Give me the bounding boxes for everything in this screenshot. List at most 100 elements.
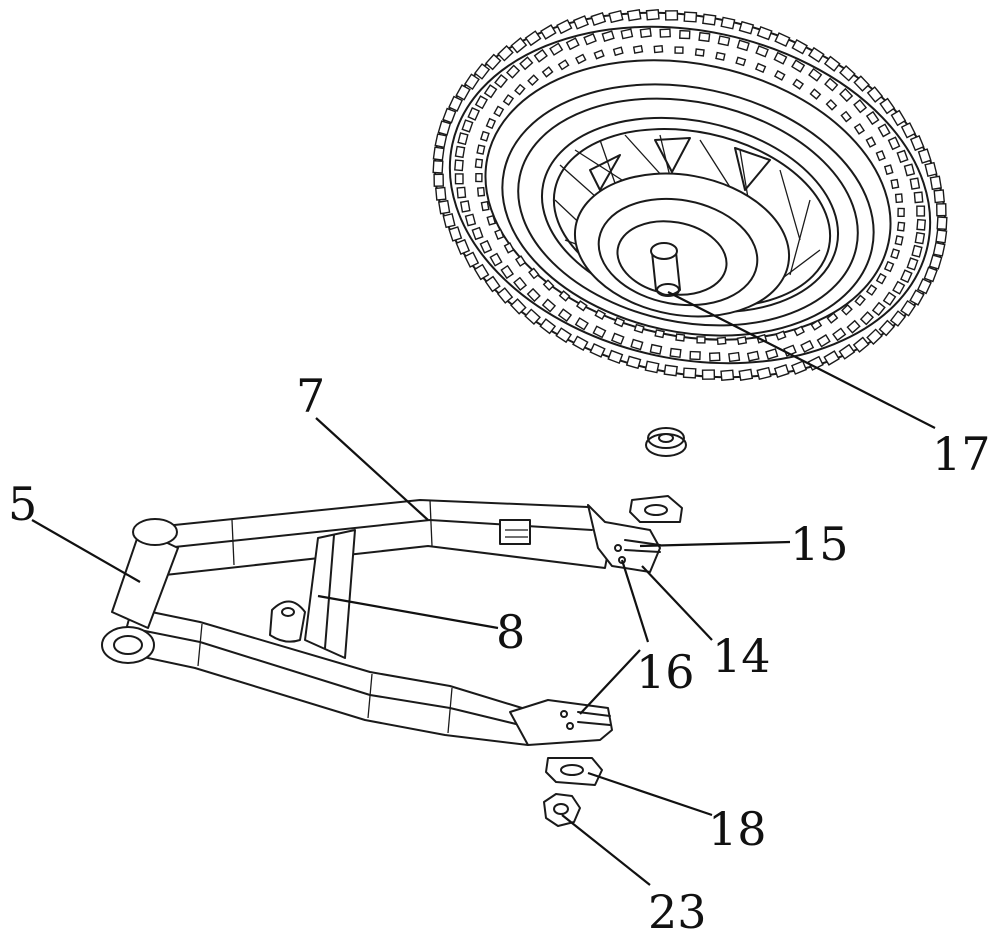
tread-block: [721, 370, 733, 380]
tread-block: [590, 344, 604, 357]
tread-block: [574, 16, 588, 29]
tread-block: [507, 65, 519, 77]
tread-block: [895, 236, 902, 245]
swingarm-upper-arm: [145, 500, 612, 575]
tread-block: [898, 208, 904, 216]
tread-block: [631, 340, 643, 350]
tread-block: [810, 89, 820, 99]
tread-block: [486, 277, 500, 292]
tread-block: [918, 279, 931, 293]
tread-block: [456, 146, 465, 157]
tread-block: [919, 149, 931, 163]
tread-block: [855, 124, 864, 134]
tread-block: [455, 174, 463, 184]
callout-18: 18: [708, 802, 767, 856]
tread-block: [576, 55, 586, 64]
tread-block: [841, 112, 851, 122]
tread-block: [475, 265, 489, 280]
tread-block: [878, 124, 889, 136]
tread-block: [757, 368, 770, 380]
tread-block: [465, 74, 479, 89]
tread-block: [595, 310, 605, 319]
tread-block: [739, 369, 752, 380]
tread-block: [891, 311, 905, 326]
axle-nut-upper: [646, 428, 686, 456]
tread-block: [567, 38, 579, 49]
tread-block: [634, 46, 643, 53]
tread-block: [457, 187, 465, 197]
tread-block: [477, 145, 484, 154]
tread-block: [854, 100, 866, 112]
tread-block: [433, 147, 443, 160]
tread-block: [925, 163, 937, 176]
tread-block: [736, 57, 745, 65]
tread-block: [505, 243, 514, 253]
tread-block: [775, 33, 789, 46]
tread-block: [676, 334, 684, 341]
tread-block: [449, 97, 462, 111]
tread-block: [914, 192, 922, 202]
tread-block: [468, 108, 479, 120]
tread-block: [476, 96, 487, 108]
chain-adjuster-plate-upper: [630, 496, 682, 522]
tread-block: [487, 119, 496, 129]
tread-block: [891, 180, 898, 189]
tread-block: [854, 76, 869, 91]
tread-block: [627, 356, 641, 368]
tread-block: [873, 303, 885, 315]
tread-block: [684, 12, 696, 22]
tread-block: [902, 123, 915, 137]
tread-block: [640, 29, 651, 38]
tread-block: [775, 71, 785, 80]
tread-block: [867, 112, 879, 124]
tread-block: [911, 136, 924, 150]
callout-5: 5: [8, 477, 37, 531]
tread-block: [475, 159, 482, 167]
tread-block: [434, 174, 443, 186]
tread-block: [897, 151, 907, 163]
tread-block: [647, 10, 659, 20]
tread-block: [880, 99, 894, 114]
tread-block: [501, 266, 513, 278]
tread-block: [703, 370, 715, 379]
tread-block: [710, 353, 720, 361]
tread-block: [756, 46, 768, 57]
tread-block: [602, 31, 614, 41]
tread-block: [901, 301, 915, 316]
tread-block: [456, 240, 469, 254]
tread-block: [729, 353, 740, 362]
tread-block: [699, 33, 710, 42]
tread-block: [794, 327, 804, 336]
tread-block: [690, 352, 700, 360]
axle-nut-lower: [544, 794, 580, 826]
tread-block: [475, 64, 489, 79]
tread-block: [891, 249, 899, 258]
tread-block: [628, 10, 641, 21]
tread-block: [833, 328, 845, 340]
tread-block: [766, 349, 778, 359]
tread-block: [612, 333, 624, 344]
tread-block: [435, 134, 446, 147]
tread-block: [466, 214, 476, 225]
tread-block: [609, 11, 622, 23]
callout-15: 15: [790, 517, 849, 571]
tread-block: [528, 75, 538, 85]
tread-block: [936, 230, 946, 243]
tread-block: [443, 214, 455, 227]
tread-block: [934, 243, 945, 256]
tread-block: [697, 337, 705, 343]
tread-block: [591, 13, 605, 25]
tread-block: [514, 278, 526, 290]
tread-block: [877, 274, 886, 284]
callout-23: 23: [648, 885, 707, 939]
tread-block: [885, 165, 893, 174]
tread-block: [910, 178, 919, 189]
tread-block: [930, 176, 941, 189]
tread-block: [655, 330, 664, 337]
callout-7: 7: [296, 369, 325, 423]
tread-block: [650, 345, 661, 354]
tread-block: [861, 312, 873, 324]
tread-block: [436, 188, 446, 200]
tread-block: [543, 67, 553, 77]
